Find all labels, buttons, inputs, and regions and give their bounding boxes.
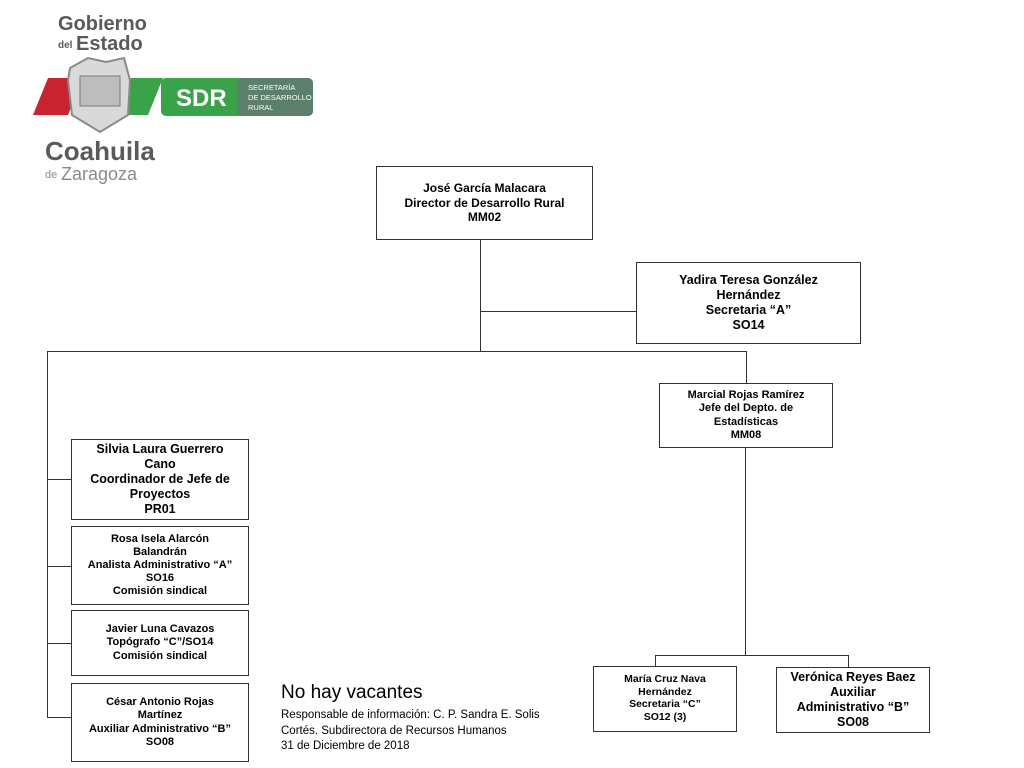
org-node-topografo: Javier Luna Cavazos Topógrafo “C”/SO14 C… xyxy=(71,610,249,676)
node-position: Director de Desarrollo Rural xyxy=(404,195,565,210)
node-name: José García Malacara xyxy=(423,181,546,196)
node-name-2: Martínez xyxy=(137,709,183,722)
logo-gobierno-text: Gobierno xyxy=(58,13,147,35)
node-position: Analista Administrativo “A” xyxy=(87,558,233,571)
connector-to-auxiliar1 xyxy=(47,717,71,718)
node-position: Auxiliar xyxy=(830,685,876,699)
node-name: María Cruz Nava xyxy=(624,673,706,685)
node-note: Comisión sindical xyxy=(112,585,208,598)
node-name-2: Hernández xyxy=(638,685,692,698)
node-position: Jefe del Depto. de xyxy=(698,402,794,415)
node-position-2: Administrativo “B” xyxy=(796,700,910,714)
node-code: MM02 xyxy=(467,210,502,225)
org-node-auxiliar-1: César Antonio Rojas Martínez Auxiliar Ad… xyxy=(71,683,249,762)
sdr-badge-line-3: RURAL xyxy=(248,103,273,112)
org-node-coordinador: Silvia Laura Guerrero Cano Coordinador d… xyxy=(71,439,249,520)
node-name: Javier Luna Cavazos xyxy=(105,623,215,636)
connector-bottom-horizontal xyxy=(655,655,848,656)
node-position: Secretaria “C” xyxy=(629,698,701,711)
node-code: SO14 xyxy=(732,318,765,332)
connector-to-auxiliar2 xyxy=(848,655,849,667)
connector-main-horizontal xyxy=(47,351,746,352)
connector-to-coordinador xyxy=(47,479,71,480)
org-node-analista: Rosa Isela Alarcón Balandrán Analista Ad… xyxy=(71,526,249,605)
node-code: PR01 xyxy=(144,502,176,516)
node-position: Coordinador de Jefe de xyxy=(90,472,230,486)
node-name: Marcial Rojas Ramírez xyxy=(687,389,805,402)
node-position: Secretaria “A” xyxy=(705,303,792,317)
node-name-2: Cano xyxy=(144,457,176,471)
responsible-line-2: Cortés. Subdirectora de Recursos Humanos xyxy=(281,724,507,737)
node-name: Silvia Laura Guerrero xyxy=(96,442,224,456)
node-name: Verónica Reyes Baez xyxy=(790,670,916,684)
report-date: 31 de Diciembre de 2018 xyxy=(281,740,410,753)
org-node-auxiliar-2: Verónica Reyes Baez Auxiliar Administrat… xyxy=(776,667,930,733)
sdr-badge-line-1: SECRETARÍA xyxy=(248,83,295,92)
org-node-jefe-depto: Marcial Rojas Ramírez Jefe del Depto. de… xyxy=(659,383,833,448)
node-code: SO08 xyxy=(837,715,869,729)
node-code: SO08 xyxy=(145,735,175,748)
coat-of-arms-shield-icon xyxy=(79,75,121,107)
vacancy-title: No hay vacantes xyxy=(281,682,423,703)
node-code: MM08 xyxy=(730,428,762,441)
logo-de-text: de xyxy=(45,169,57,181)
sdr-badge-dark xyxy=(237,78,313,116)
connector-to-secretaria xyxy=(480,311,636,312)
org-node-director: José García Malacara Director de Desarro… xyxy=(376,166,593,240)
node-note: Comisión sindical xyxy=(112,649,208,662)
node-name: César Antonio Rojas xyxy=(106,696,214,709)
node-name-2: Hernández xyxy=(716,288,781,302)
sdr-badge-line-2: DE DESARROLLO xyxy=(248,93,312,102)
node-name-2: Balandrán xyxy=(133,545,187,558)
logo-zaragoza-text: Zaragoza xyxy=(61,164,138,184)
logo-del-text: del xyxy=(58,40,73,51)
node-position: Auxiliar Administrativo “B” xyxy=(88,722,231,735)
org-node-secretaria-a: Yadira Teresa González Hernández Secreta… xyxy=(636,262,861,344)
org-node-secretaria-c: María Cruz Nava Hernández Secretaria “C”… xyxy=(593,666,737,732)
connector-to-topografo xyxy=(47,643,71,644)
logo-estado-text: Estado xyxy=(76,33,143,55)
connector-jefe-depto-down xyxy=(745,448,746,655)
node-name: Rosa Isela Alarcón xyxy=(110,532,210,545)
node-position-2: Estadísticas xyxy=(713,415,779,428)
coahuila-government-logo: Gobierno del Estado SDR SECRETARÍA DE DE… xyxy=(33,13,313,184)
sdr-badge-text: SDR xyxy=(176,85,227,112)
connector-to-analista xyxy=(47,566,71,567)
connector-to-secretaria-c xyxy=(655,655,656,666)
node-code: SO12 (3) xyxy=(643,710,687,723)
connector-left-vertical xyxy=(47,351,48,717)
node-name: Yadira Teresa González xyxy=(679,273,818,287)
node-code: SO16 xyxy=(145,572,175,585)
connector-director-down xyxy=(480,240,481,351)
vacancy-note: No hay vacantes Responsable de informaci… xyxy=(281,682,581,755)
node-position: Topógrafo “C”/SO14 xyxy=(106,636,214,649)
logo-coahuila-text: Coahuila xyxy=(45,136,155,166)
node-position-2: Proyectos xyxy=(129,487,191,501)
responsible-line-1: Responsable de información: C. P. Sandra… xyxy=(281,709,540,721)
connector-to-jefe-depto xyxy=(746,351,747,383)
